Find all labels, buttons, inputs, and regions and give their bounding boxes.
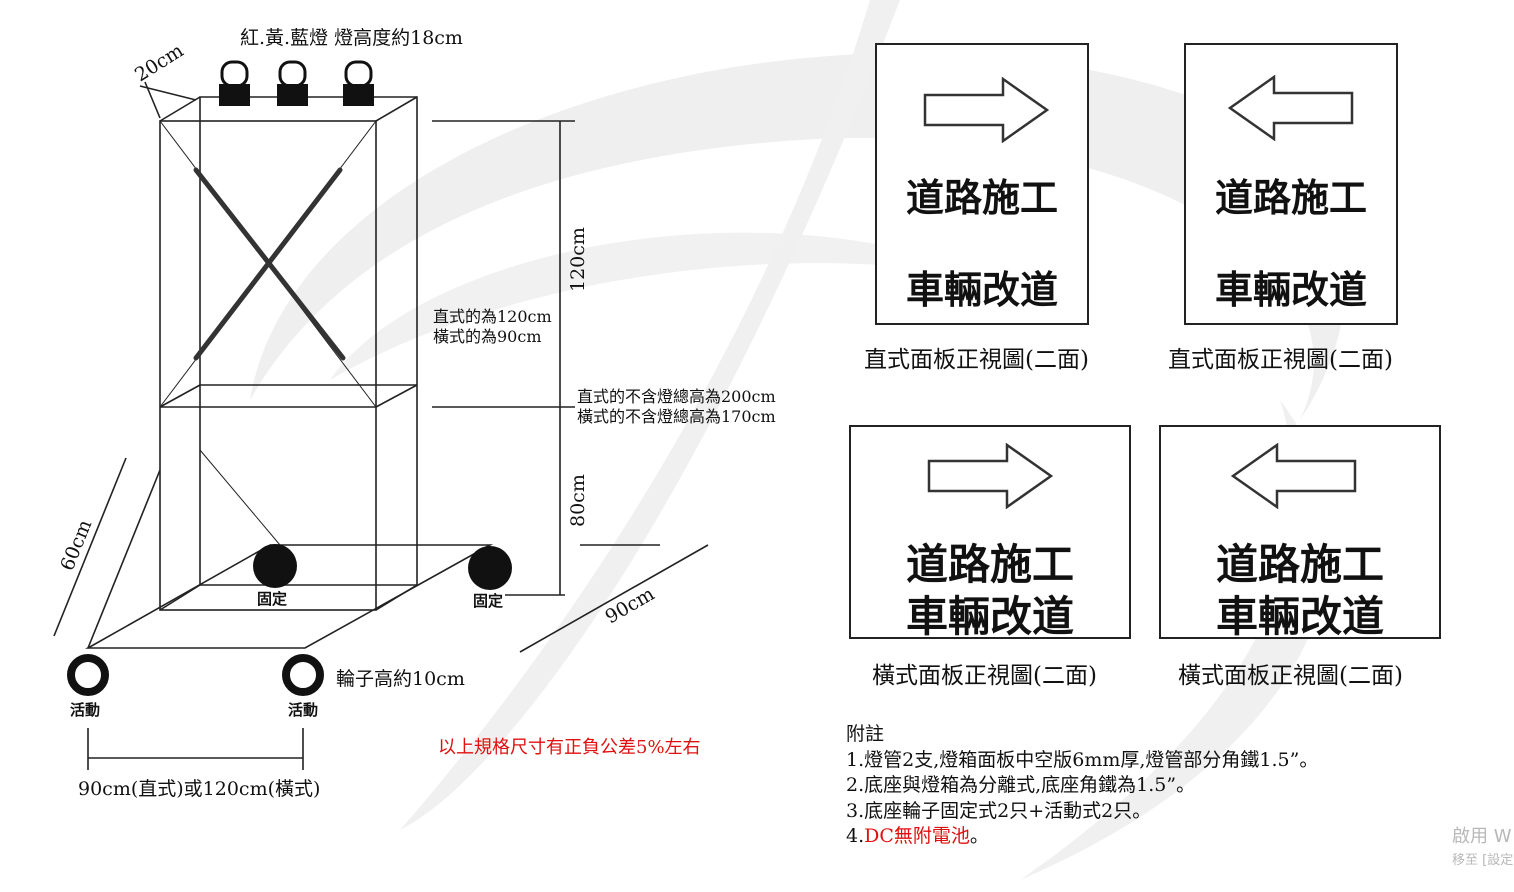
sign-line-1: 道路施工 [1215,540,1384,589]
lamp-label: 紅.黃.藍燈 燈高度約18cm [240,27,463,49]
panel-height-note: 直式的為120cm [433,307,552,326]
notes: 附註 1.燈管2支,燈箱面板中空版6mm厚,燈管部分角鐵1.5”。 2.底座與燈… [846,722,1318,850]
watermark-line-1: 啟用 W [1452,826,1512,847]
fixed-wheel-label: 固定 [257,590,287,608]
arrow-left-icon [1230,443,1357,509]
top-height-label: 120cm [567,227,589,292]
note-item: 2.底座與燈箱為分離式,底座角鐵為1.5”。 [846,774,1196,796]
note-suffix: 。 [969,825,989,847]
warning-lamps [219,60,374,106]
sign-line-2: 車輛改道 [905,592,1074,641]
fixed-wheel [253,544,297,588]
width-label: 90cm(直式)或120cm(橫式) [78,778,320,800]
note-item: 4.DC無附電池。 [846,824,1318,850]
tolerance-note: 以上規格尺寸有正負公差5%左右 [438,737,701,758]
total-height-note: 直式的不含燈總高為200cm [577,387,776,406]
moving-wheel-label: 活動 [70,701,100,719]
moving-wheel-label: 活動 [288,701,318,719]
arrow-left-icon [1227,75,1354,141]
note-item: 3.底座輪子固定式2只+活動式2只。 [846,799,1152,822]
panel-height-note: 橫式的為90cm [433,327,542,346]
note-item: 1.燈管2支,燈箱面板中空版6mm厚,燈管部分角鐵1.5”。 [846,748,1319,771]
vertical-panel-left: 道路施工 車輛改道 [1184,43,1398,325]
panel-caption: 橫式面板正視圖(二面) [1178,663,1403,689]
moving-wheel [67,654,109,696]
fixed-wheel [468,546,512,590]
sign-line-2: 車輛改道 [905,268,1058,312]
panel-caption: 橫式面板正視圖(二面) [872,663,1097,689]
sign-line-2: 車輛改道 [1215,592,1384,641]
total-height-note: 橫式的不含燈總高為170cm [577,407,776,426]
notes-title: 附註 [846,723,885,745]
cross-brace [193,167,346,361]
watermark-line-2: 移至 [設定 [1452,853,1514,868]
lamp-icon [277,60,308,106]
bottom-height-label: 80cm [567,474,589,527]
lamp-icon [343,60,374,106]
frame-diagram: 紅.黃.藍燈 燈高度約18cm 20cm 120cm 80cm 直式的為120c… [53,27,776,800]
sign-line-1: 道路施工 [1214,176,1367,220]
note-red-text: DC無附電池 [864,825,970,847]
moving-wheel [282,654,324,696]
sign-line-1: 道路施工 [905,176,1058,220]
panel-caption: 直式面板正視圖(二面) [1168,347,1393,373]
wheel-height-label: 輪子高約10cm [336,668,465,690]
note-prefix: 4. [846,825,865,847]
panel-caption: 直式面板正視圖(二面) [864,347,1089,373]
vertical-panel-right: 道路施工 車輛改道 [875,43,1089,325]
arrow-right-icon [927,443,1054,509]
depth-label: 20cm [131,40,187,87]
horizontal-panel-right: 道路施工 車輛改道 [849,425,1131,641]
fixed-wheel-label: 固定 [473,592,503,610]
lamp-icon [219,60,250,106]
base-plate [84,544,494,649]
horizontal-panel-left: 道路施工 車輛改道 [1159,425,1441,641]
sign-line-2: 車輛改道 [1214,268,1367,312]
front-frame [159,120,377,611]
arrow-right-icon [923,77,1050,143]
activation-watermark: 啟用 W 移至 [設定 [1452,826,1514,872]
sign-line-1: 道路施工 [905,540,1074,589]
